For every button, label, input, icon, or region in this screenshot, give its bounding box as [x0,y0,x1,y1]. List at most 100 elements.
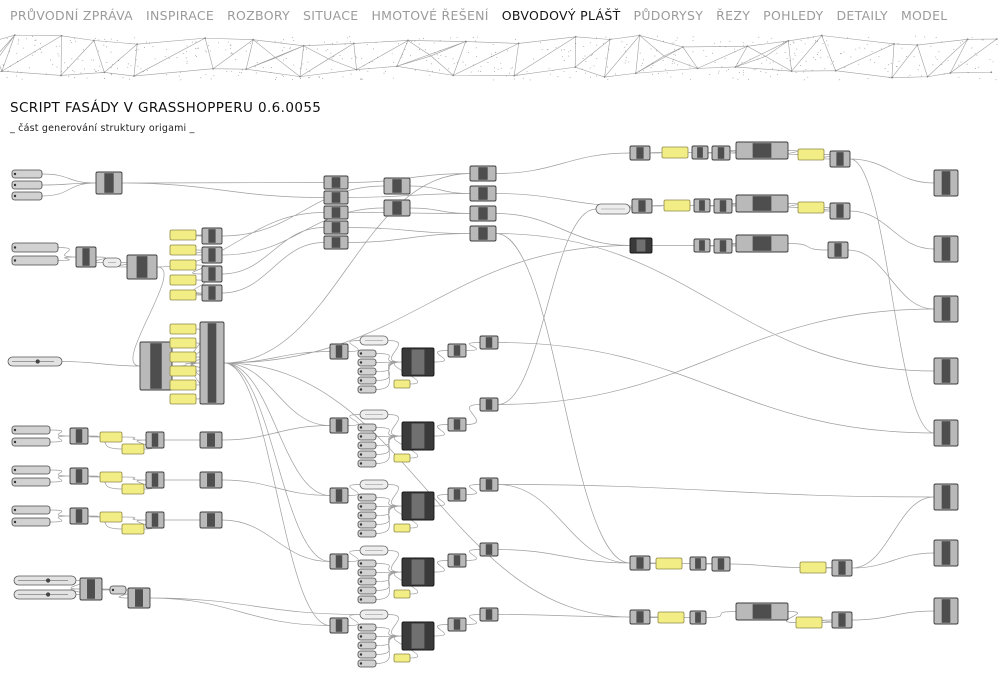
gh-node-h3_b2 [693,238,711,253]
gh-node-e1_p2 [11,477,51,487]
nav-item-detaily[interactable]: DETAILY [836,8,888,23]
gh-node-i5 [933,419,959,447]
gh-node-h1_y1 [661,146,689,159]
gh-node-h2_y1 [663,199,691,212]
nav-item-pruvodni-zprava[interactable]: PRŮVODNÍ ZPRÁVA [10,8,134,23]
gh-node-f_b1 [79,577,103,601]
gh-node-h2_b4 [829,202,851,220]
nav-item-hmotove-reseni[interactable]: HMOTOVÉ ŘEŠENÍ [371,8,489,23]
gh-node-j4_y [393,653,411,663]
gh-node-j3_big [401,557,435,587]
page-subtitle: _ část generování struktury origami _ [10,123,195,134]
gh-node-k1_3 [447,553,467,568]
gh-node-h3_b3 [713,238,733,254]
gh-node-d_p4 [169,365,197,377]
gh-node-j2_b0 [329,487,349,504]
gh-node-e2_p1 [11,505,51,515]
gh-node-j0_b0 [329,343,349,360]
gh-node-h1_b1 [629,145,651,161]
gh-node-k1_4 [447,617,467,632]
gh-node-e2_b2 [145,511,165,529]
gh-node-b4 [102,257,122,268]
gh-node-g1_3 [323,205,349,220]
gh-node-g1_5 [323,235,349,250]
gh-node-g3_2 [469,185,497,202]
gh-node-h3_long [735,234,789,253]
gh-node-f_p1 [109,585,127,595]
gh-node-e2_y2 [121,523,145,535]
gh-node-j3_p1 [357,559,377,568]
gh-node-g1_1 [323,175,349,190]
nav-item-situace[interactable]: SITUACE [302,8,359,23]
gh-node-h1_long [735,141,789,160]
gh-node-j2_p4 [357,520,377,529]
gh-node-a3 [11,191,43,201]
gh-node-c_b1 [201,227,223,245]
gh-node-h3_b1 [629,237,653,254]
gh-node-k1_2 [447,487,467,502]
gh-node-d_p1 [169,323,197,335]
gh-node-l1_b2 [689,556,707,571]
gh-node-e1_y1 [99,471,123,483]
gh-node-g2_2 [383,199,411,217]
gh-node-b1 [11,242,59,253]
gh-node-i4 [933,357,959,385]
gh-node-d_p3 [169,351,197,363]
nav-item-inspirace[interactable]: INSPIRACE [146,8,215,23]
gh-node-l2_b2 [689,610,707,625]
gh-node-l2_y2 [795,616,823,629]
gh-node-j2_big [401,491,435,521]
decorative-triangulation-strip [0,34,998,81]
nav-item-pudorysy[interactable]: PŮDORYSY [633,8,704,23]
gh-node-h1_y2 [797,148,825,161]
gh-node-j0_p4 [357,376,377,385]
gh-node-j4_big [401,621,435,651]
gh-node-d_s1 [7,356,63,367]
gh-node-d_p5 [169,379,197,391]
gh-node-h2_long [735,194,789,213]
gh-node-d_p6 [169,393,197,405]
gh-node-e_r2 [199,511,223,529]
nav-item-model[interactable]: MODEL [900,8,948,23]
gh-node-e0_p1 [11,425,51,435]
gh-node-a4 [95,171,123,195]
gh-node-j3_b0 [329,553,349,570]
gh-node-a1 [11,169,43,179]
gh-node-e1_b1 [69,467,89,485]
gh-node-e_r1 [199,471,223,489]
gh-node-f_s1 [13,575,77,586]
gh-node-k1_1 [447,417,467,432]
mesh-lines [0,34,997,78]
gh-node-l1_b3 [711,556,731,572]
gh-node-e0_b1 [69,427,89,445]
gh-node-h3_b4 [827,241,849,259]
nav-item-rezy[interactable]: ŘEZY [716,8,751,23]
gh-node-a2 [11,180,43,190]
gh-node-i8 [933,597,959,625]
gh-node-j4_p5 [357,659,377,668]
gh-node-j3_cap [359,545,389,556]
gh-node-l1_b4 [831,559,853,577]
gh-node-d_tall [199,321,225,405]
gh-node-k2_4 [479,607,499,622]
gh-node-j1_y [393,453,411,463]
gh-node-l2_b4 [831,611,853,629]
gh-node-l2_y1 [657,611,685,624]
gh-node-h2_b2 [693,198,711,213]
nav-item-obvodovy-plast[interactable]: OBVODOVÝ PLÁŠŤ [501,8,621,23]
gh-node-h2_b3 [713,198,733,214]
gh-node-j3_p4 [357,586,377,595]
gh-node-j3_y [393,589,411,599]
gh-node-e1_b2 [145,471,165,489]
gh-node-j4_cap [359,609,389,620]
gh-node-i3 [933,295,959,323]
gh-node-g3_3 [469,205,497,222]
gh-node-j0_p1 [357,349,377,358]
nav-item-rozbory[interactable]: ROZBORY [227,8,290,23]
gh-node-h2_b1 [631,198,653,214]
gh-node-j1_big [401,421,435,451]
gh-node-c_p5 [169,289,197,301]
nav-item-pohledy[interactable]: POHLEDY [763,8,824,23]
gh-node-e_r0 [199,431,223,449]
gh-node-e0_y2 [121,443,145,455]
